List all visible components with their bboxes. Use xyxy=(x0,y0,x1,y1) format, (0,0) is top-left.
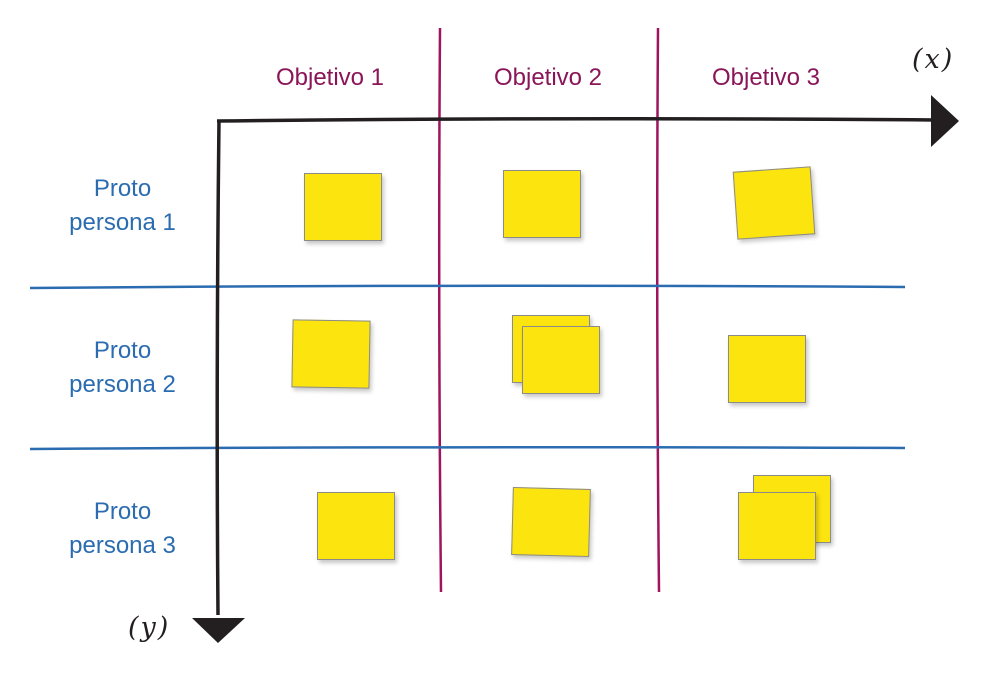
row-header-line1: Proto xyxy=(93,498,152,525)
x-axis-label: (x) xyxy=(912,44,955,75)
y-axis-arrow xyxy=(192,618,245,643)
column-header-objetivo-1: Objetivo 1 xyxy=(275,64,385,91)
row-header-line2: persona 2 xyxy=(69,371,176,398)
row-divider-1 xyxy=(29,284,906,290)
column-divider-1 xyxy=(437,27,443,593)
row-header-line1: Proto xyxy=(93,175,152,202)
sticky-note-r1-c3[interactable] xyxy=(732,166,816,240)
row-divider-2 xyxy=(29,445,906,451)
row-header-line2: persona 3 xyxy=(69,532,176,559)
sticky-note-r1-c2[interactable] xyxy=(503,170,581,238)
x-axis-line xyxy=(216,116,936,123)
sticky-note-r3-c1[interactable] xyxy=(317,492,395,560)
sticky-note-r2-c2-front[interactable] xyxy=(522,326,600,394)
row-header-proto-persona-2: Proto persona 2 xyxy=(40,334,205,402)
sticky-note-r2-c3[interactable] xyxy=(728,335,806,403)
y-axis-line xyxy=(215,119,221,616)
sticky-note-r2-c1[interactable] xyxy=(291,319,371,389)
x-axis-arrow xyxy=(931,95,959,147)
sticky-note-r3-c2[interactable] xyxy=(511,486,591,558)
column-header-objetivo-3: Objetivo 3 xyxy=(711,64,821,91)
column-divider-2 xyxy=(655,27,661,593)
row-header-proto-persona-1: Proto persona 1 xyxy=(40,172,205,240)
sticky-note-r1-c1[interactable] xyxy=(304,173,382,241)
row-header-line2: persona 1 xyxy=(69,209,176,236)
row-header-proto-persona-3: Proto persona 3 xyxy=(40,495,205,563)
sticky-note-r3-c3-front[interactable] xyxy=(738,492,816,560)
y-axis-label: (y) xyxy=(128,612,171,643)
column-header-objetivo-2: Objetivo 2 xyxy=(493,64,603,91)
row-header-line1: Proto xyxy=(93,337,152,364)
